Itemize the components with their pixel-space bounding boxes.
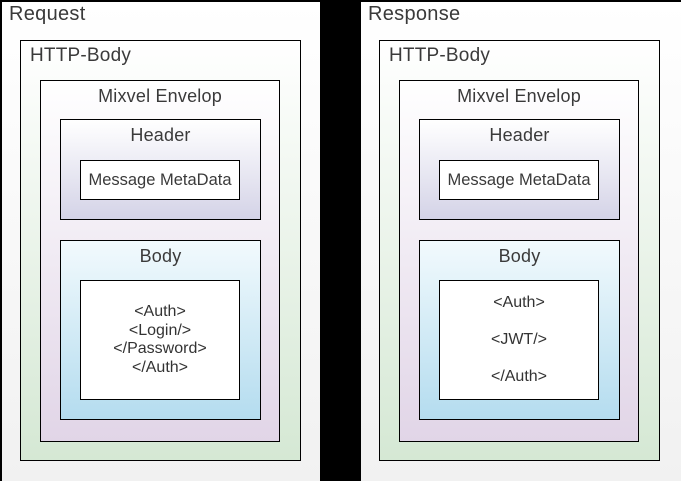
message-metadata-label: Message MetaData [447,170,591,189]
message-metadata-box: Message MetaData [80,160,240,200]
header-box: Header Message MetaData [419,119,620,220]
http-body-label: HTTP-Body [389,45,491,66]
mixvel-envelope-box: Mixvel Envelop Header Message MetaData B… [40,80,280,442]
body-label: Body [498,246,541,266]
panel-title: Request [9,3,86,25]
response-panel: Response HTTP-Body Mixvel Envelop Header… [361,2,681,481]
header-label: Header [489,125,550,145]
xml-code-text: <Auth> <Login/> </Password> </Auth> [113,303,207,376]
http-body-box: HTTP-Body Mixvel Envelop Header Message … [379,40,660,461]
message-metadata-box: Message MetaData [439,160,599,200]
http-body-box: HTTP-Body Mixvel Envelop Header Message … [20,40,301,461]
xml-code-text: <Auth> <JWT/> </Auth> [490,293,548,385]
xml-code-box: <Auth> <JWT/> </Auth> [439,280,599,400]
mixvel-envelope-box: Mixvel Envelop Header Message MetaData B… [399,80,639,442]
xml-code-box: <Auth> <Login/> </Password> </Auth> [80,280,240,400]
panel-title: Response [368,3,461,25]
body-label: Body [139,246,182,266]
request-panel: Request HTTP-Body Mixvel Envelop Header … [2,2,320,481]
body-box: Body <Auth> <JWT/> </Auth> [419,240,620,420]
mixvel-envelope-label: Mixvel Envelop [98,86,222,106]
mixvel-envelope-label: Mixvel Envelop [457,86,581,106]
http-body-label: HTTP-Body [30,45,132,66]
body-box: Body <Auth> <Login/> </Password> </Auth> [60,240,261,420]
header-box: Header Message MetaData [60,119,261,220]
header-label: Header [130,125,191,145]
message-metadata-label: Message MetaData [88,170,232,189]
